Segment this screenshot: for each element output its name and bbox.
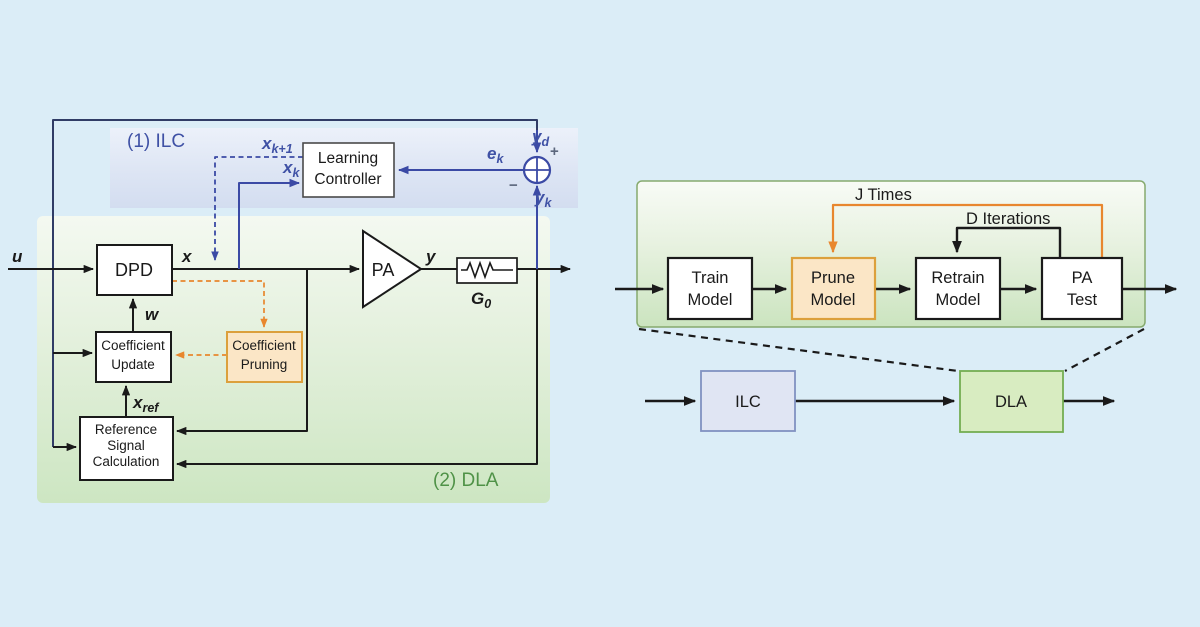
d-iterations-feedback-arrow xyxy=(952,226,1062,258)
label-w: w xyxy=(145,305,160,324)
dla-summary-label: DLA xyxy=(995,393,1027,411)
dla-detail-region xyxy=(636,180,1146,328)
summing-junction: + − xyxy=(509,143,559,194)
pa-label: PA xyxy=(372,260,395,280)
coefficient-update-block: Coefficient Update xyxy=(95,331,172,383)
right-diagram: J Times D Iterations Train Model Prune M… xyxy=(615,180,1178,433)
coefficient-pruning-box xyxy=(226,331,303,383)
train-model-label-2: Model xyxy=(688,291,733,309)
label-yd: yd xyxy=(531,127,549,149)
ilc-summary-label: ILC xyxy=(735,393,761,411)
retrain-model-box xyxy=(914,256,1002,321)
left-diagram: (1) ILC (2) DLA DPD xyxy=(8,119,578,503)
pa-test-block: PA Test xyxy=(1040,256,1124,321)
xk-arrow xyxy=(238,178,301,269)
j-times-feedback-arrow xyxy=(828,203,1104,258)
dpd-label: DPD xyxy=(115,260,153,280)
label-u: u xyxy=(12,247,23,266)
prune-model-box xyxy=(790,256,877,321)
pa-test-label-2: Test xyxy=(1067,291,1098,309)
learning-controller-label-2: Controller xyxy=(314,171,381,188)
coefficient-pruning-label-2: Pruning xyxy=(241,357,288,372)
learning-controller-label-1: Learning xyxy=(318,150,378,167)
dla-summary-box xyxy=(959,370,1064,433)
retrain-model-block: Retrain Model xyxy=(914,256,1002,321)
reference-signal-label-1: Reference xyxy=(95,422,157,437)
train-model-block: Train Model xyxy=(666,256,754,321)
label-ek: ek xyxy=(487,144,504,166)
sum-minus-sign: − xyxy=(509,177,518,194)
expansion-dashed-left xyxy=(638,327,959,373)
train-model-box xyxy=(666,256,754,321)
coefficient-pruning-label-1: Coefficient xyxy=(232,338,296,353)
pa-test-box xyxy=(1040,256,1124,321)
retrain-model-label-1: Retrain xyxy=(931,269,984,287)
pa-triangle xyxy=(362,229,423,309)
resistor-zigzag-icon xyxy=(461,260,513,280)
reference-rail-line xyxy=(52,119,538,447)
ilc-summary-block: ILC xyxy=(700,370,796,432)
dpd-to-pruning-dashed-arrow xyxy=(172,280,268,328)
coefficient-update-label-2: Update xyxy=(111,357,155,372)
train-model-label-1: Train xyxy=(692,269,729,287)
coefficient-pruning-block: Coefficient Pruning xyxy=(226,331,303,383)
label-xref: xref xyxy=(132,393,160,415)
label-g0: G0 xyxy=(471,289,491,311)
reference-signal-block: Reference Signal Calculation xyxy=(79,416,174,481)
prune-model-label-1: Prune xyxy=(811,269,855,287)
dla-region-label: (2) DLA xyxy=(433,470,499,491)
xk1-dashed-arrow xyxy=(211,156,303,261)
prune-model-block: Prune Model xyxy=(790,256,877,321)
d-iterations-label: D Iterations xyxy=(966,210,1050,228)
y-branch-to-rsc-arrow xyxy=(175,269,538,469)
dla-summary-block: DLA xyxy=(959,370,1064,433)
reference-signal-box xyxy=(79,416,174,481)
learning-controller-block: Learning Controller xyxy=(302,142,395,198)
reference-signal-label-3: Calculation xyxy=(93,454,160,469)
coefficient-update-label-1: Coefficient xyxy=(101,338,165,353)
x-branch-to-rsc-arrow xyxy=(175,269,308,436)
learning-controller-box xyxy=(302,142,395,198)
g0-attenuator-block xyxy=(456,257,518,284)
sum-plus-sign: + xyxy=(550,143,559,160)
dpd-box xyxy=(96,244,173,296)
coefficient-update-box xyxy=(95,331,172,383)
expansion-dashed-right xyxy=(1064,328,1145,372)
label-x: x xyxy=(181,247,193,266)
pa-test-label-1: PA xyxy=(1072,269,1093,287)
ilc-summary-box xyxy=(700,370,796,432)
label-yk: yk xyxy=(534,188,552,210)
prune-model-label-2: Model xyxy=(811,291,856,309)
label-y: y xyxy=(425,247,437,266)
dpd-block: DPD xyxy=(96,244,173,296)
reference-signal-label-2: Signal xyxy=(107,438,145,453)
pa-amplifier-block: PA xyxy=(362,229,423,309)
j-times-label: J Times xyxy=(855,186,912,204)
label-xk1: xk+1 xyxy=(261,134,293,156)
label-xk: xk xyxy=(282,158,300,180)
retrain-model-label-2: Model xyxy=(936,291,981,309)
ilc-region-label: (1) ILC xyxy=(127,131,185,152)
